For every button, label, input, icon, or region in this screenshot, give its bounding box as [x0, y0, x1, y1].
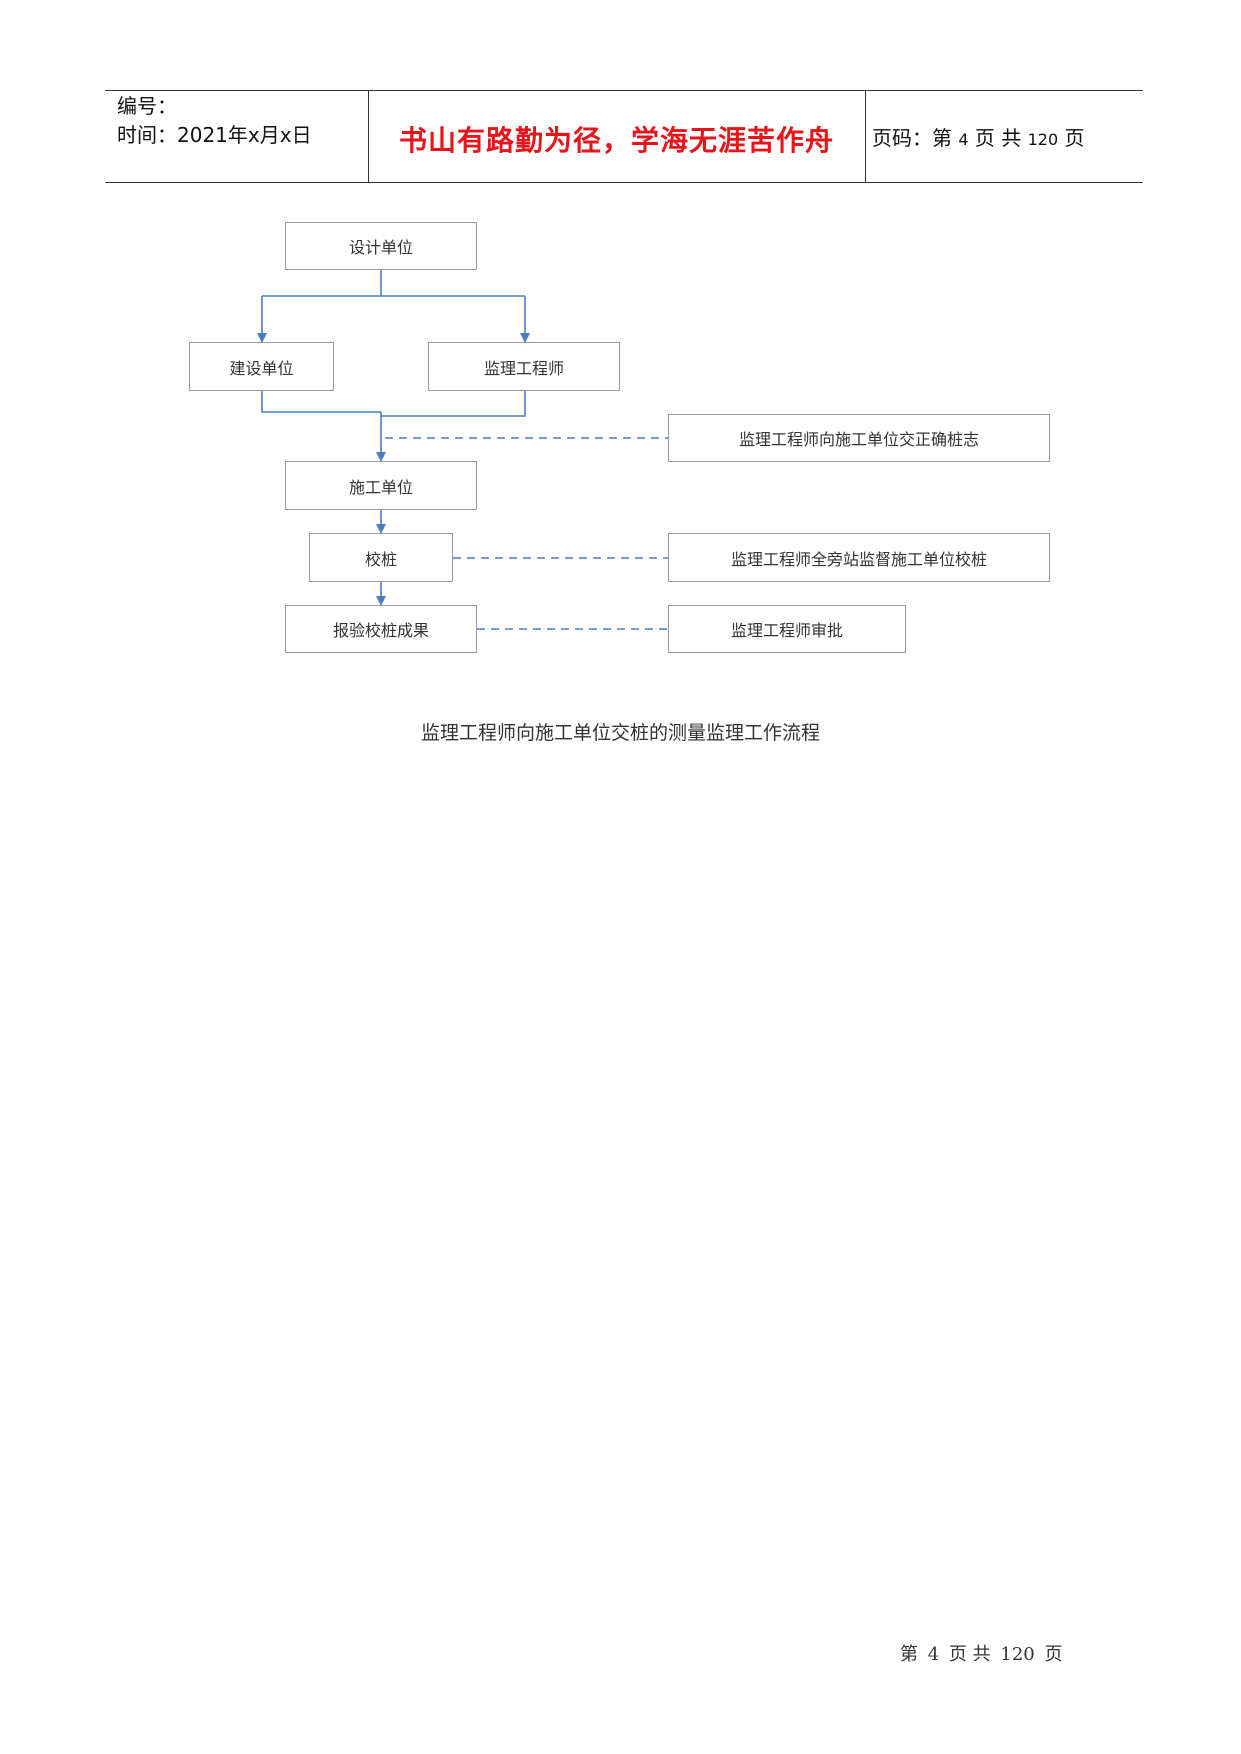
header-divider-right [865, 90, 866, 183]
flow-box-design-unit: 设计单位 [285, 222, 477, 270]
header-page-total: 120 [1027, 130, 1059, 149]
header-page-suffix: 页 [1064, 126, 1085, 150]
flow-box-contractor: 施工单位 [285, 461, 477, 510]
document-number-label: 编号： [117, 94, 177, 118]
figure-caption: 监理工程师向施工单位交桩的测量监理工作流程 [420, 722, 820, 744]
document-time-label: 时间：2021年x月x日 [117, 123, 312, 147]
flow-box-report-result: 报验校桩成果 [285, 605, 477, 653]
flow-box-supervising-engineer: 监理工程师 [428, 342, 620, 391]
connector-owner-merge [261, 391, 381, 413]
flow-note-approve: 监理工程师审批 [668, 605, 906, 653]
flow-note-handover: 监理工程师向施工单位交正确桩志 [668, 414, 1050, 462]
footer-suffix: 页 [1044, 1644, 1063, 1665]
footer-mid: 页 共 [948, 1644, 991, 1665]
header-page-prefix: 页码：第 [872, 126, 952, 150]
flowchart-connectors [257, 270, 668, 630]
page-footer: 第 4 页 共 120 页 [900, 1640, 1066, 1666]
header-page-mid: 页 共 [974, 126, 1022, 150]
footer-current-page: 4 [927, 1644, 940, 1665]
header-page-current: 4 [958, 130, 969, 149]
footer-total-pages: 120 [1000, 1644, 1035, 1665]
header-top-rule [105, 90, 1143, 91]
page-header: 编号： 时间：2021年x月x日 书山有路勤为径，学海无涯苦作舟 页码：第 4 … [105, 90, 1143, 183]
header-meta: 编号： 时间：2021年x月x日 [117, 92, 312, 150]
header-bottom-rule [105, 182, 1143, 183]
connector-engineer-merge [381, 391, 526, 417]
flow-box-stake-check: 校桩 [309, 533, 453, 582]
footer-prefix: 第 [900, 1644, 918, 1665]
header-motto: 书山有路勤为径，学海无涯苦作舟 [398, 124, 834, 157]
header-page-number: 页码：第 4 页 共 120 页 [872, 122, 1085, 151]
flow-note-supervise: 监理工程师全旁站监督施工单位校桩 [668, 533, 1050, 582]
header-divider-left [368, 90, 369, 183]
flow-box-construction-owner: 建设单位 [189, 342, 334, 391]
